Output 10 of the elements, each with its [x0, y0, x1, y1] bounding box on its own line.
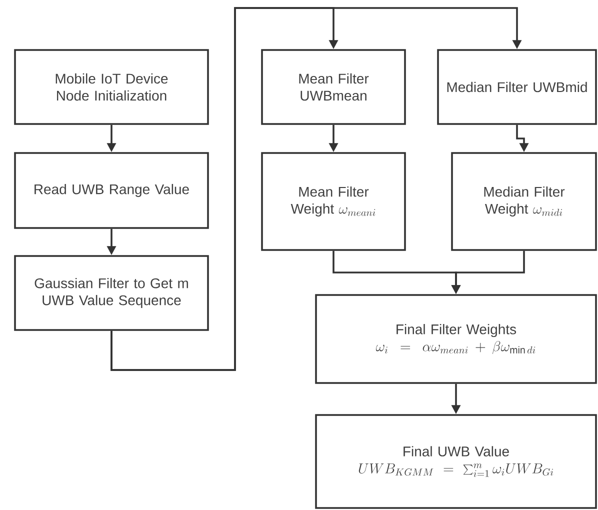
process-box: Final UWB Value $UWB_{KGMM} = \sum_{i=1}^{m}\omega_i UWB_{Gi}$: [315, 414, 597, 509]
process-box: Mean Filter Weight $\omega_{meani}$: [261, 152, 406, 251]
process-box: Median Filter Weight $\omega_{midi}$: [451, 152, 597, 251]
process-box: Median Filter UWBmid: [437, 49, 597, 125]
process-box: Final Filter Weights $\omega_i = \alpha\omega_{meani} + \beta\omega_{\min di}$: [315, 294, 597, 384]
process-box: Read UWB Range Value: [14, 152, 209, 229]
process-box: Mobile IoT Device Node Initialization: [14, 49, 209, 125]
process-box: Gaussian Filter to Get m UWB Value Sequence: [14, 255, 209, 331]
process-box: Mean Filter UWBmean: [261, 49, 406, 125]
arrow: [110, 7, 522, 371]
